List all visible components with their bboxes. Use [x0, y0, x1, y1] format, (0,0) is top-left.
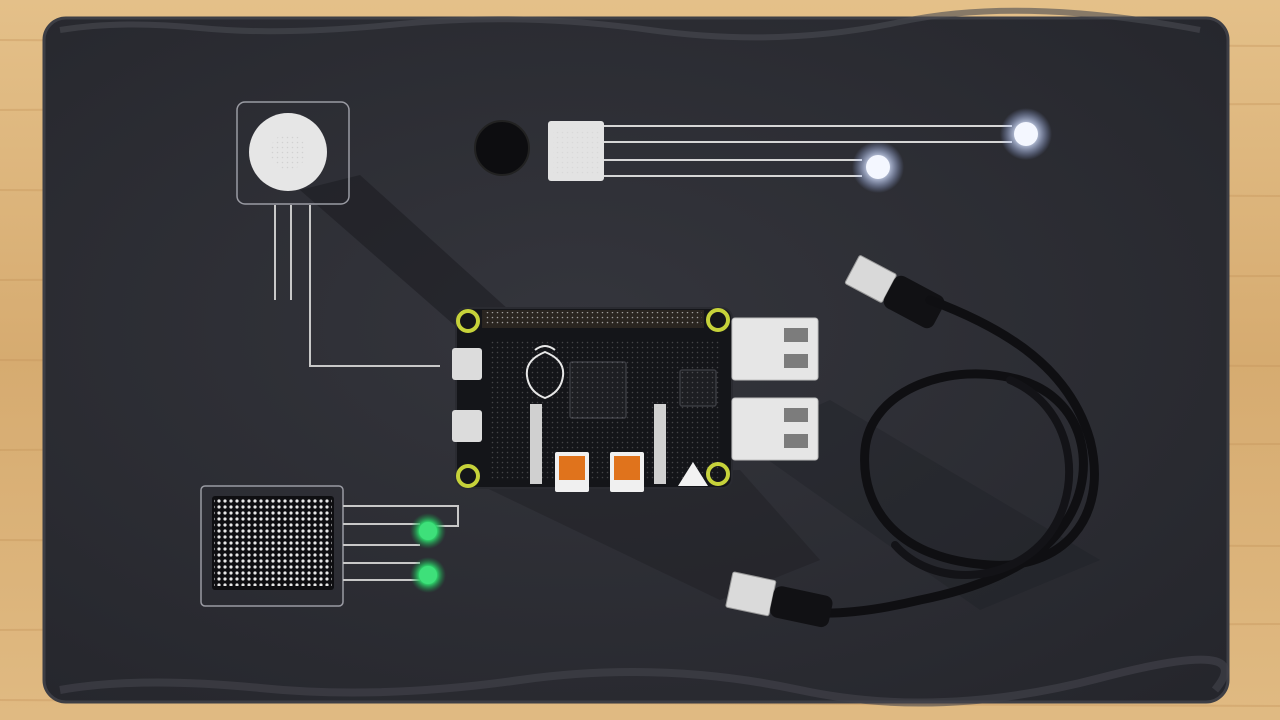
mount-hole-tr: [706, 308, 730, 332]
mount-hole-tl: [456, 309, 480, 333]
sensor-block-texture: [553, 128, 599, 176]
micro-usb-2: [452, 410, 482, 442]
silkscreen-dots: [490, 340, 720, 480]
cable-loop-2: [891, 376, 1074, 579]
shadow-button-sensor: [300, 175, 520, 330]
usb-port-top: [731, 317, 819, 381]
white-led-1: [1014, 122, 1038, 146]
ribbon-connector-1-orange: [559, 456, 585, 480]
green-led-2: [419, 566, 437, 584]
button-sensor-cap-texture: [270, 134, 306, 170]
button-sensor-outline: [236, 101, 350, 205]
warning-triangle-icon: [678, 462, 708, 486]
shadow-board: [470, 470, 820, 600]
led-matrix-module: [200, 485, 459, 607]
usb-port-bottom: [731, 397, 819, 461]
gpio-pins: [484, 312, 702, 326]
cable-loop: [805, 295, 1099, 618]
mount-hole-bl: [456, 464, 480, 488]
slate-rough-edge: [59, 7, 1201, 41]
button-sensor: [236, 101, 440, 367]
white-led-2: [866, 155, 890, 179]
single-board-computer: [452, 307, 733, 492]
usb-port-top-slot-2: [784, 354, 808, 368]
micro-usb-1: [452, 348, 482, 380]
usb-plug-bottom: [725, 571, 833, 628]
usb-plug-top: [844, 255, 945, 329]
green-leds: [410, 513, 446, 593]
usb-port-bottom-slot-1: [784, 408, 808, 422]
slate-rough-edge-bottom: [59, 655, 1229, 707]
temperature-module: [474, 120, 1012, 181]
ribbon-connector-2-orange: [614, 456, 640, 480]
shadow-usb: [740, 400, 1100, 610]
green-led-1: [419, 522, 437, 540]
usb-port-top-slot-1: [784, 328, 808, 342]
button-sensor-wire-3: [309, 205, 440, 367]
led-matrix-dots: [214, 498, 332, 586]
usb-ports: [731, 317, 819, 461]
usb-cable: [725, 255, 1099, 628]
buzzer-icon: [474, 120, 530, 176]
usb-port-bottom-slot-2: [784, 434, 808, 448]
dsi-connector: [654, 404, 666, 484]
csi-connector: [530, 404, 542, 484]
white-leds: [852, 108, 1052, 193]
